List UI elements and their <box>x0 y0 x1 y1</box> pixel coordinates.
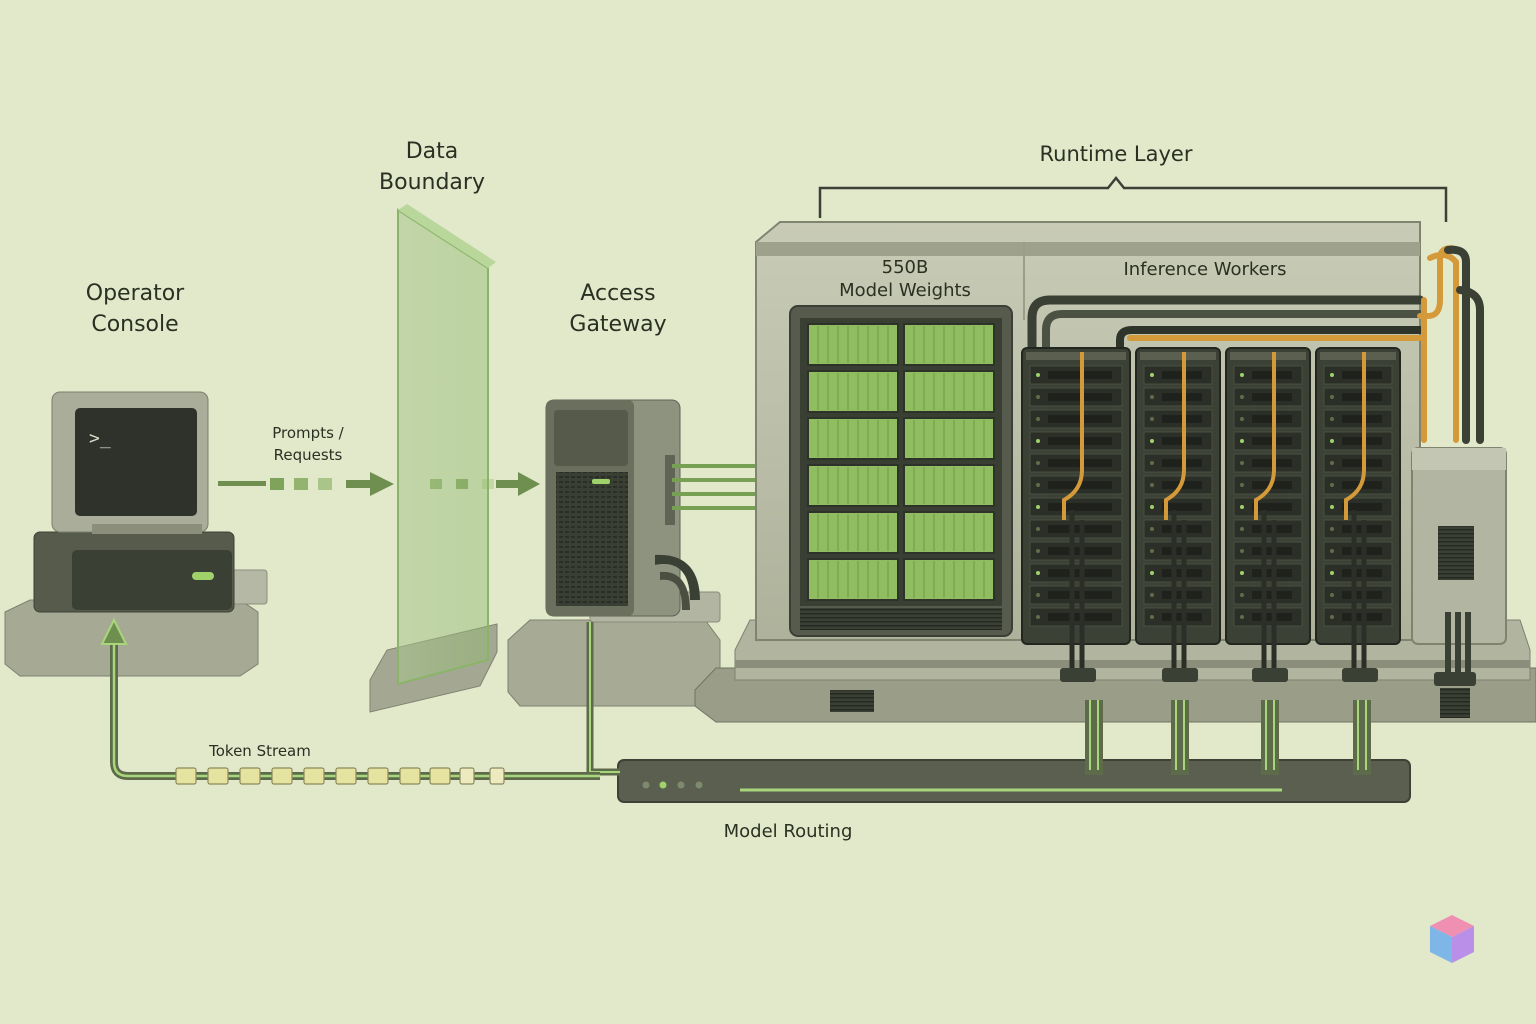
weight-module <box>903 370 995 413</box>
worker-rack <box>1225 347 1311 682</box>
weight-module <box>807 511 899 554</box>
token-block <box>271 767 293 785</box>
prompts-requests-line2: Requests <box>273 446 343 464</box>
data-boundary-panel <box>369 204 498 713</box>
routing-drop <box>1171 700 1189 775</box>
worker-rack <box>1315 347 1401 682</box>
weight-module <box>807 417 899 460</box>
weight-module <box>903 558 995 601</box>
cube-logo-icon <box>1430 915 1474 963</box>
access-gateway-line1: Access <box>580 281 656 306</box>
access-gateway-line2: Gateway <box>569 312 667 337</box>
weight-module <box>903 464 995 507</box>
weight-module <box>807 323 899 366</box>
data-boundary-line1: Data <box>405 139 459 164</box>
token-block <box>459 767 475 785</box>
token-stream-arrowhead <box>100 617 128 645</box>
inference-workers-label: Inference Workers <box>1123 259 1287 280</box>
weight-module <box>903 417 995 460</box>
access-gateway-label: Access Gateway <box>548 278 688 340</box>
operator-console-label-line2: Console <box>91 312 179 337</box>
data-boundary-label: Data Boundary <box>370 136 494 198</box>
worker-rack <box>1135 347 1221 682</box>
token-block <box>367 767 389 785</box>
weight-module <box>807 464 899 507</box>
prompts-requests-label: Prompts / Requests <box>248 422 368 466</box>
routing-drop <box>1085 700 1103 775</box>
token-stream-line <box>100 617 600 785</box>
token-block <box>399 767 421 785</box>
model-weights-line1: 550B <box>881 257 929 278</box>
token-block <box>489 767 505 785</box>
operator-console <box>4 391 268 677</box>
token-block <box>303 767 325 785</box>
terminal-prompt-icon: >_ <box>89 428 111 449</box>
routing-drop <box>1353 700 1371 775</box>
data-boundary-line2: Boundary <box>379 170 485 195</box>
worker-rack <box>1021 347 1131 682</box>
routing-drop <box>1261 700 1279 775</box>
console-screen <box>75 408 197 516</box>
model-weights-rack <box>789 305 1013 637</box>
operator-console-label: Operator Console <box>60 278 210 340</box>
weight-module <box>903 323 995 366</box>
gateway-status-led <box>592 479 610 484</box>
cooling-unit <box>1411 447 1507 686</box>
model-weights-label: 550B Model Weights <box>820 256 990 302</box>
token-stream-label: Token Stream <box>209 742 311 760</box>
weight-module <box>807 558 899 601</box>
worker-cable-trunks <box>1027 245 1484 444</box>
operator-console-label-line1: Operator <box>85 281 185 306</box>
model-weights-line2: Model Weights <box>839 280 971 301</box>
model-routing-label: Model Routing <box>723 821 853 842</box>
prompts-arrow <box>218 472 540 496</box>
prompts-requests-line1: Prompts / <box>272 424 344 442</box>
weight-module <box>903 511 995 554</box>
worker-routing-drops <box>1085 700 1371 775</box>
token-block <box>239 767 261 785</box>
weight-module <box>807 370 899 413</box>
access-gateway <box>507 399 721 707</box>
runtime-layer-bracket <box>818 175 1448 222</box>
model-routing-bus <box>617 759 1411 803</box>
runtime-layer-label: Runtime Layer <box>1039 142 1193 166</box>
inference-worker-racks <box>1021 347 1401 682</box>
token-block <box>207 767 229 785</box>
token-block <box>429 767 451 785</box>
token-block <box>335 767 357 785</box>
token-block <box>175 767 197 785</box>
console-power-led <box>192 572 214 580</box>
